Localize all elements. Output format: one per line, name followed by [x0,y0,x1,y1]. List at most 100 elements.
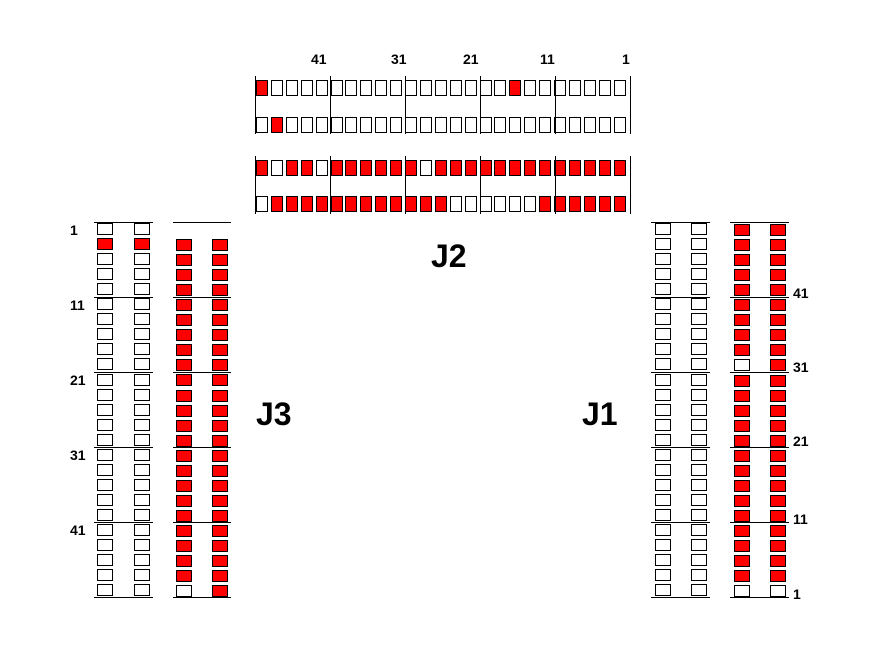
j3-pin [212,465,228,477]
j2-tick-21: 21 [463,51,479,67]
j3-pin [97,404,113,416]
j3-pin [97,238,113,250]
j3-pin [212,480,228,492]
j3-pin [212,540,228,552]
j1-outer-divider [651,372,710,373]
j1-pin [734,329,750,341]
j3-pin [134,268,150,280]
j3-pin [97,449,113,461]
j3-inner-divider [173,597,231,598]
j1-inner-divider [730,297,789,298]
j2-pin [420,117,432,133]
j1-pin [691,389,707,401]
j1-pin [734,239,750,251]
j3-pin [212,390,228,402]
j2-pin [465,160,477,176]
j3-pin [176,314,192,326]
j1-pin [734,585,750,597]
j1-pin [691,358,707,370]
j3-pin [212,525,228,537]
j2-pin [465,117,477,133]
j1-pin [691,449,707,461]
j1-outer-divider [651,222,710,223]
j3-pin [176,299,192,311]
j2-tick-11: 11 [540,51,555,67]
j3-outer-divider [94,222,153,223]
j3-pin [134,298,150,310]
j1-pin [691,584,707,596]
j3-pin [176,269,192,281]
j2-divider [255,156,256,214]
j1-pin [734,314,750,326]
j3-pin [176,540,192,552]
j2-pin [569,160,581,176]
j2-pin [360,80,372,96]
j3-inner-divider [173,447,231,448]
j3-pin [176,405,192,417]
j2-pin [450,117,462,133]
j3-pin [134,464,150,476]
j3-tick-1: 1 [70,222,78,238]
j3-pin [176,495,192,507]
j1-pin [770,495,786,507]
j3-pin [212,405,228,417]
j2-pin [614,196,626,212]
j1-pin [691,464,707,476]
j2-pin [614,80,626,96]
j2-pin [375,160,387,176]
j3-pin [212,344,228,356]
j3-pin [212,284,228,296]
j1-pin [655,268,671,280]
j2-pin [256,196,268,212]
j1-tick-21: 21 [793,433,809,449]
j2-pin [390,160,402,176]
j2-divider [255,76,256,134]
j2-pin [524,117,536,133]
j3-pin [212,450,228,462]
j3-pin [134,584,150,596]
j3-pin [212,329,228,341]
j1-outer-divider [651,447,710,448]
j2-pin [271,80,283,96]
j2-pin [360,160,372,176]
j3-pin [212,299,228,311]
j2-pin [599,80,611,96]
j3-pin [176,465,192,477]
j1-pin [691,404,707,416]
j1-pin [734,480,750,492]
j3-pin [134,434,150,446]
j1-pin [691,328,707,340]
j3-pin [97,223,113,235]
j1-pin [734,284,750,296]
j1-pin [770,299,786,311]
j3-pin [176,480,192,492]
j2-pin [405,196,417,212]
j1-pin [691,253,707,265]
j1-pin [770,450,786,462]
j3-pin [212,435,228,447]
j2-pin [360,117,372,133]
j3-pin [176,450,192,462]
j1-pin [734,540,750,552]
j1-pin [734,570,750,582]
j1-pin [734,224,750,236]
j2-pin [524,160,536,176]
j3-pin [97,313,113,325]
j3-pin [134,389,150,401]
j2-divider [405,156,406,214]
j1-pin [770,510,786,522]
j2-pin [480,160,492,176]
j1-pin [655,298,671,310]
j2-pin [435,196,447,212]
j2-pin [494,160,506,176]
j3-pin [212,314,228,326]
j1-pin [655,313,671,325]
j2-pin [301,117,313,133]
j1-pin [770,359,786,371]
j1-pin [734,405,750,417]
j3-inner-divider [173,222,231,223]
j2-pin [554,196,566,212]
j2-pin [375,80,387,96]
j2-pin [509,160,521,176]
j2-tick-1: 1 [622,51,630,67]
